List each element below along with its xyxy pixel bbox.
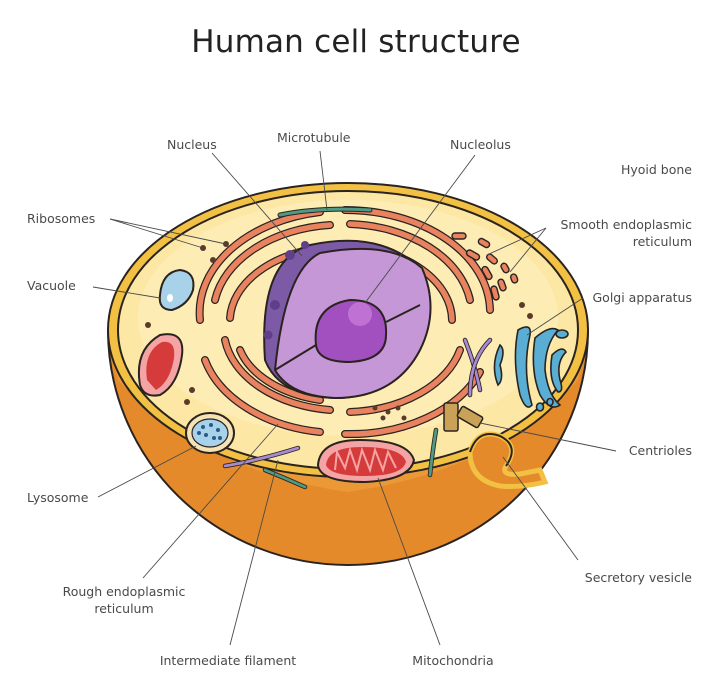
label-intermediate-filament: Intermediate filament bbox=[160, 653, 296, 668]
label-microtubule: Microtubule bbox=[277, 130, 351, 145]
label-smooth-er-2: reticulum bbox=[633, 234, 692, 249]
lysosome bbox=[185, 412, 235, 454]
secretory-vesicle bbox=[467, 431, 549, 489]
label-nucleus: Nucleus bbox=[167, 137, 217, 152]
labels: Nucleus Microtubule Nucleolus Hyoid bone… bbox=[27, 130, 692, 668]
smooth-er bbox=[451, 232, 519, 301]
label-ribosomes: Ribosomes bbox=[27, 211, 95, 226]
label-golgi: Golgi apparatus bbox=[592, 290, 692, 305]
mitochondria bbox=[138, 333, 416, 484]
label-centrioles: Centrioles bbox=[629, 443, 692, 458]
label-secretory-vesicle: Secretory vesicle bbox=[585, 570, 693, 585]
intermediate-filaments bbox=[222, 337, 493, 490]
label-rough-er-2: reticulum bbox=[94, 601, 153, 616]
label-nucleolus: Nucleolus bbox=[450, 137, 511, 152]
label-smooth-er-1: Smooth endoplasmic bbox=[560, 217, 692, 232]
vacuole bbox=[158, 268, 195, 312]
label-hyoid-bone: Hyoid bone bbox=[621, 162, 692, 177]
nucleolus bbox=[314, 298, 388, 364]
label-rough-er-1: Rough endoplasmic bbox=[63, 584, 186, 599]
leader-lines bbox=[92, 150, 617, 646]
label-vacuole: Vacuole bbox=[27, 278, 76, 293]
label-lysosome: Lysosome bbox=[27, 490, 89, 505]
label-mitochondria: Mitochondria bbox=[412, 653, 493, 668]
golgi-apparatus bbox=[493, 326, 569, 412]
diagram-title: Human cell structure bbox=[191, 24, 521, 60]
